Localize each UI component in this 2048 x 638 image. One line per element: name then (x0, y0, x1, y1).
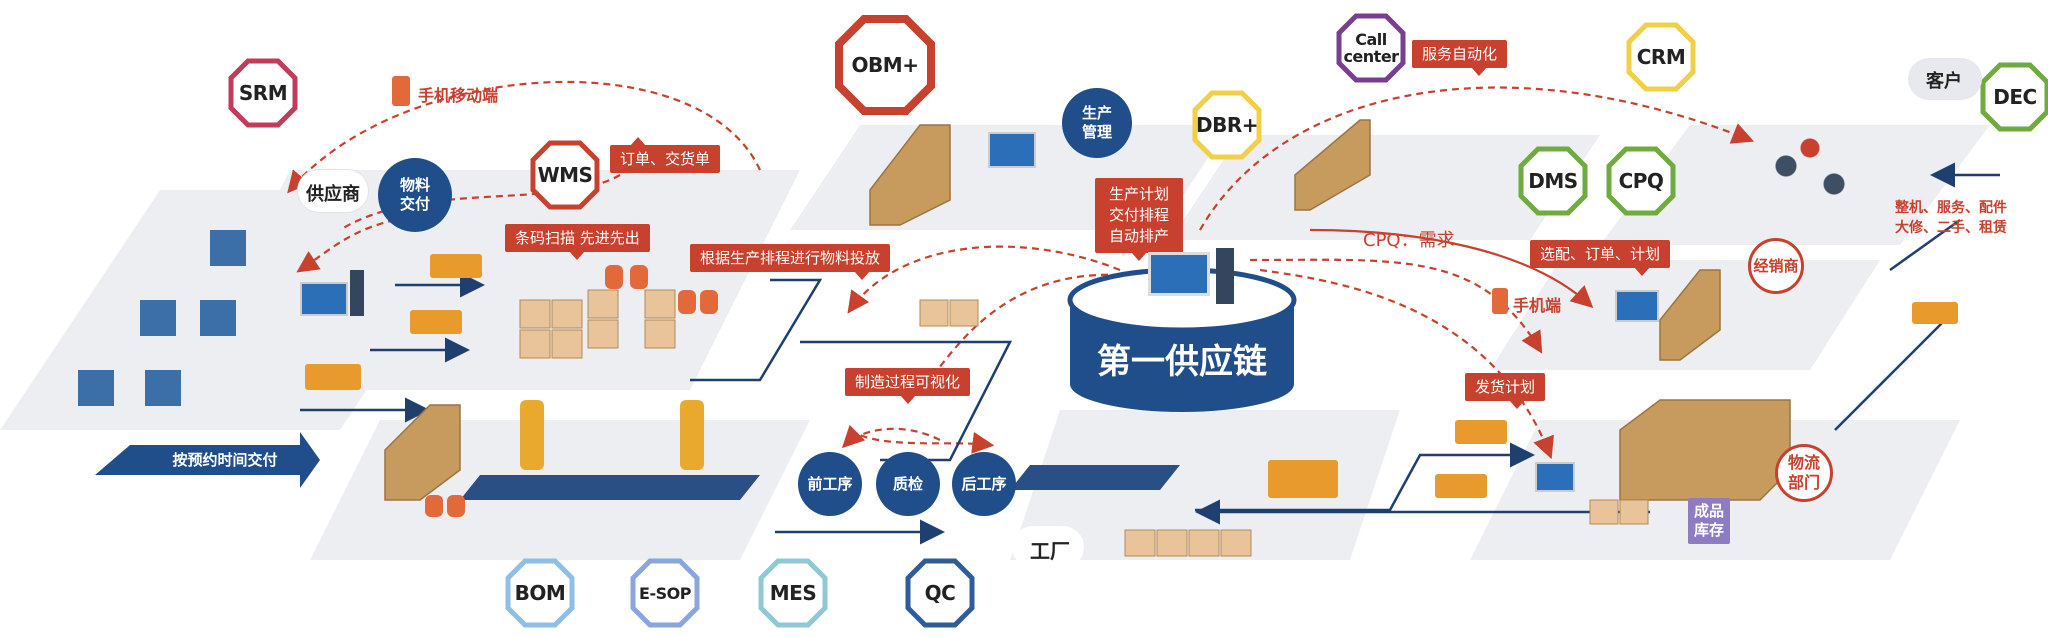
material-delivery-circle: 物料交付 (378, 158, 452, 232)
logistics-circle: 物流 部门 (1775, 444, 1833, 502)
production-plan-tag: 生产计划 交付排程 自动排产 (1095, 178, 1184, 261)
computer-icon (1148, 252, 1210, 296)
dbr-badge: DBR+ (1192, 90, 1262, 160)
cloud-shape (298, 170, 368, 212)
service-automation-tag: 服务自动化 (1412, 40, 1508, 76)
pre-process-circle: 前工序 (798, 452, 862, 516)
ship-plan-tag: 发货计划 (1465, 373, 1546, 409)
on-time-banner: 按预约时间交付 (172, 451, 278, 469)
robot-arm-icon (680, 400, 704, 470)
after-sales-label: 整机、服务、配件 大修、二手、租赁 (1895, 200, 2007, 236)
workstation-icon (210, 230, 246, 266)
phone-icon (1492, 288, 1508, 314)
obm-badge: OBM+ (835, 15, 935, 115)
cloud-shape (1012, 526, 1084, 568)
computer-icon (988, 132, 1036, 168)
esop-badge: E-SOP (630, 558, 700, 628)
workstation-icon (145, 370, 181, 406)
center-title: 第一供应链 (1097, 342, 1267, 382)
truck-icon (1435, 474, 1487, 498)
dealer-circle: 经销商 (1748, 238, 1804, 294)
production-mgmt-circle: 生产管理 (1062, 88, 1132, 158)
workstation-icon (78, 370, 114, 406)
dec-badge: DEC (1980, 62, 2048, 132)
mes-badge: MES (758, 558, 828, 628)
dms-badge: DMS (1518, 146, 1588, 216)
wms-badge: WMS (530, 140, 600, 210)
truck-icon (410, 310, 462, 334)
mobile-right-label: 手机端 (1513, 296, 1562, 315)
post-process-circle: 后工序 (952, 452, 1016, 516)
schedule-release-tag: 根据生产排程进行物料投放 (690, 244, 891, 280)
workstation-icon (140, 300, 176, 336)
phone-icon (392, 76, 410, 106)
central-cylinder (1067, 267, 1297, 412)
people-icon (1750, 130, 1870, 220)
customer-label: 客户 (1926, 71, 1962, 92)
computer-tower (1216, 248, 1234, 304)
truck-icon (1268, 460, 1338, 498)
truck-icon (1455, 420, 1507, 444)
truck-icon (305, 364, 361, 390)
factory-label: 工厂 (1030, 539, 1070, 563)
computer-tower (350, 270, 364, 316)
order-delivery-tag: 订单、交货单 (610, 137, 721, 173)
mobile-top-label: 手机移动端 (418, 86, 499, 105)
barcode-tag: 条码扫描 先进先出 (505, 224, 650, 260)
computer-icon (1535, 462, 1575, 492)
srm-badge: SRM (228, 58, 298, 128)
robot-arm-icon (520, 400, 544, 470)
supplier-label: 供应商 (306, 184, 360, 205)
qc-badge: QC (905, 558, 975, 628)
bom-badge: BOM (505, 558, 575, 628)
call-center-badge: Call center (1336, 13, 1406, 83)
finished-stock-box: 成品 库存 (1688, 498, 1731, 544)
cpq-demand-label: CPQ：需求 (1363, 230, 1455, 251)
inspection-circle: 质检 (876, 452, 940, 516)
crm-badge: CRM (1626, 22, 1696, 92)
truck-icon (1912, 302, 1958, 324)
computer-icon (300, 282, 348, 316)
computer-icon (1615, 290, 1659, 322)
cpq-badge: CPQ (1606, 146, 1676, 216)
truck-icon (430, 254, 482, 278)
visualization-tag: 制造过程可视化 (845, 368, 971, 404)
selection-order-plan-tag: 选配、订单、计划 (1530, 240, 1671, 276)
workstation-icon (200, 300, 236, 336)
cloud-shape (1908, 58, 1982, 100)
